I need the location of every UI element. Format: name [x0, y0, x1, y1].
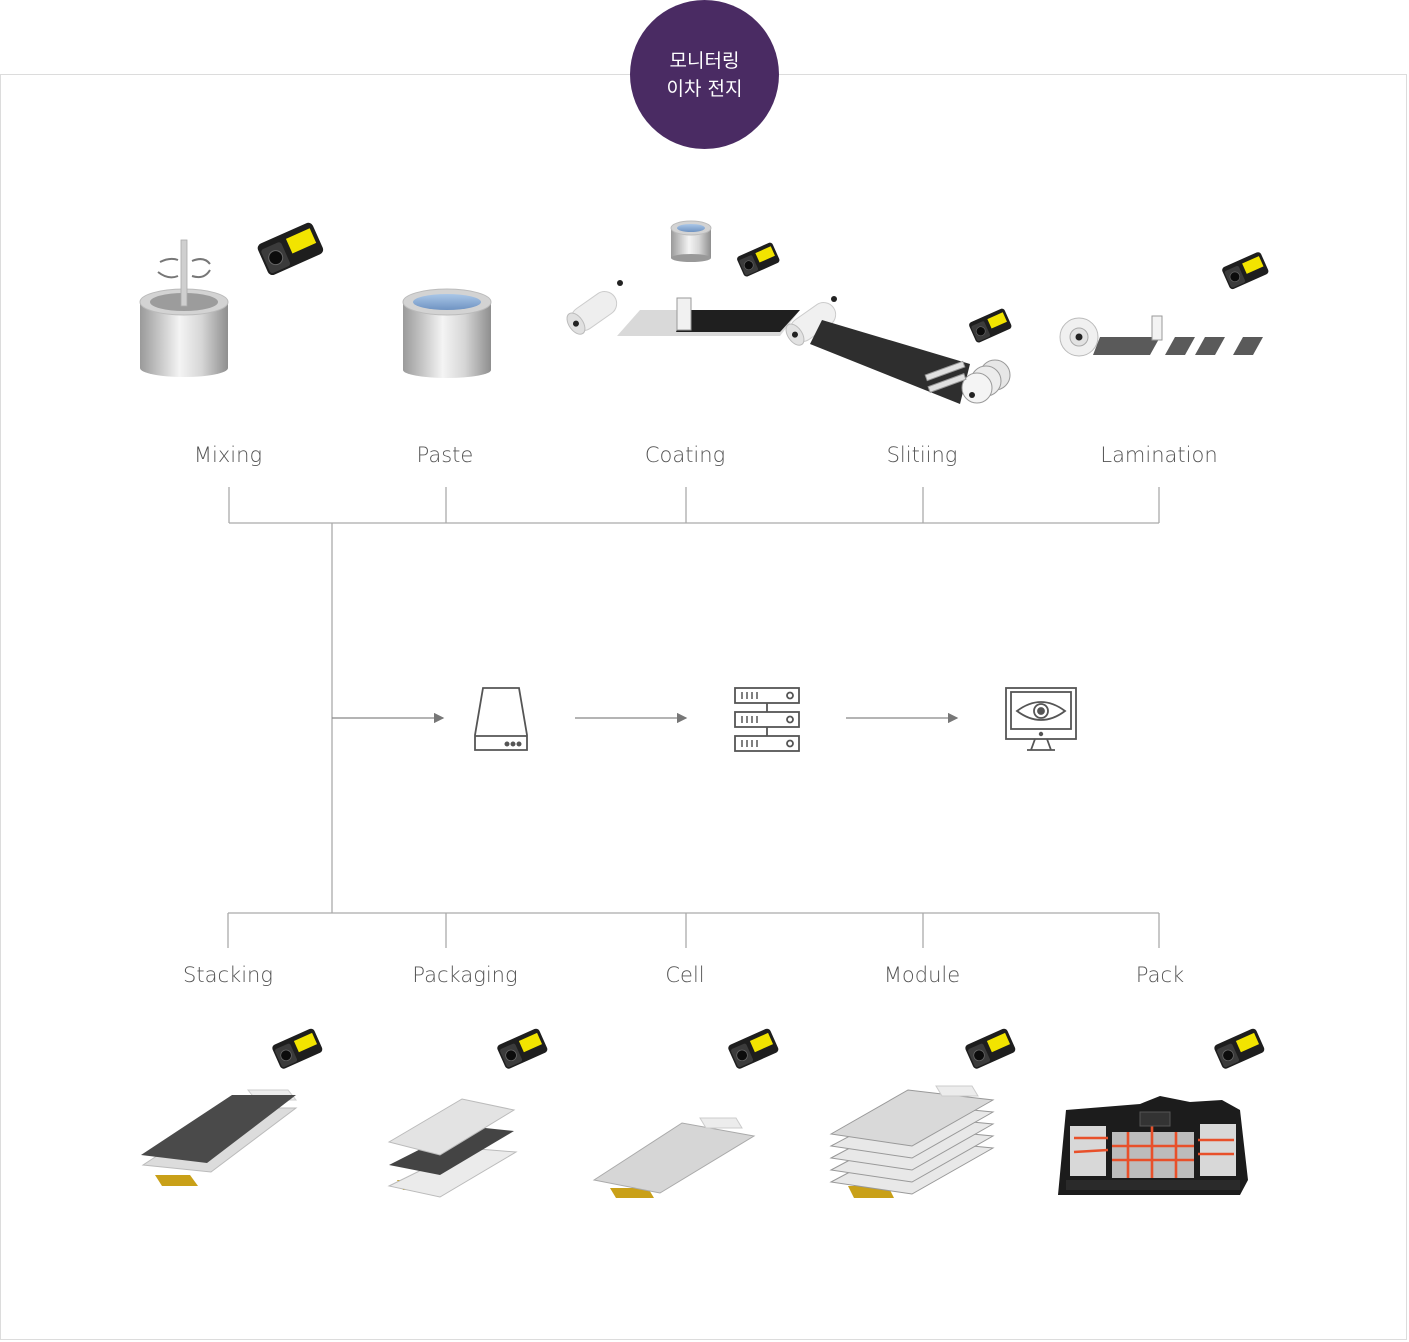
stage-label-paste: Paste	[416, 443, 474, 467]
storage-drive-icon	[474, 687, 528, 751]
server-rack-icon	[734, 687, 800, 752]
slitting-illustration	[924, 359, 1011, 404]
cell-illustration	[592, 1117, 756, 1198]
stage-label-stacking: Stacking	[183, 963, 273, 987]
lamination-illustration	[1059, 315, 1263, 357]
connector-lines	[227, 487, 1160, 948]
monitor-eye-icon	[1005, 687, 1077, 751]
mixing-illustration	[139, 239, 229, 377]
camera-icon-stacking	[272, 1028, 323, 1069]
camera-icon-pack	[1214, 1028, 1265, 1069]
camera-icon-module	[965, 1028, 1016, 1069]
camera-icon-cell	[728, 1028, 779, 1069]
stage-label-coating: Coating	[644, 443, 726, 467]
stage-label-pack: Pack	[1135, 963, 1185, 987]
module-illustration	[829, 1085, 995, 1198]
camera-icon-lamination	[1222, 252, 1269, 290]
camera-icon-mixing	[257, 222, 324, 276]
paste-illustration	[402, 288, 492, 378]
stage-label-module: Module	[883, 963, 961, 987]
coating-illustration	[566, 220, 970, 404]
pack-illustration	[1058, 1096, 1248, 1195]
title-line-1: 모니터링	[669, 49, 740, 72]
camera-icon-slitting	[969, 308, 1012, 343]
stage-label-packaging: Packaging	[412, 963, 518, 987]
stacking-illustration	[141, 1089, 298, 1186]
title-badge: 모니터링 이차 전지	[630, 0, 779, 149]
stage-label-cell: Cell	[665, 963, 705, 987]
stage-label-lamination: Lamination	[1100, 443, 1218, 467]
packaging-illustration	[387, 1098, 518, 1198]
title-line-2: 이차 전지	[666, 77, 743, 100]
camera-icon-coating	[737, 242, 780, 277]
stage-label-mixing: Mixing	[193, 443, 263, 467]
stage-label-slitting: Slitiing	[886, 443, 958, 467]
camera-icon-packaging	[497, 1028, 548, 1069]
